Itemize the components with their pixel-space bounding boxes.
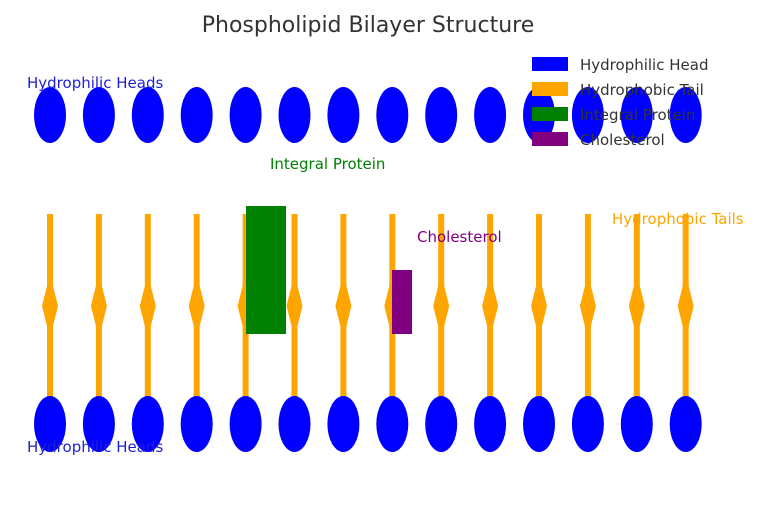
legend-swatch-head [532,57,568,71]
legend-label-head: Hydrophilic Head [580,56,708,74]
hydrophilic-head-bottom [82,396,115,452]
hydrophilic-head-bottom [34,396,66,452]
hydrophilic-head-bottom [278,396,311,452]
cholesterol-molecule [392,270,412,334]
hydrophilic-head-top [229,87,262,143]
hydrophilic-head-bottom [523,396,555,452]
hydrophilic-head-top [425,87,458,143]
legend-swatch-tail [532,82,568,96]
tail-bulge [188,274,205,338]
tail-bulge [286,274,303,338]
hydrophilic-head-bottom [327,396,360,452]
hydrophilic-head-top [571,87,604,143]
tail-bulge [482,274,499,338]
hydrophilic-head-top [34,87,66,143]
tail-bulge [579,274,596,338]
hydrophilic-head-top [180,87,213,143]
legend: Hydrophilic Head Hydrophobic Tail Integr… [532,56,708,149]
tail-bulge [433,274,450,338]
hydrophilic-head-bottom [229,396,262,452]
label-cholesterol: Cholesterol [417,228,502,246]
legend-label-cholesterol: Cholesterol [580,131,665,149]
legend-swatch-protein [532,107,568,121]
hydrophilic-head-bottom [474,396,507,452]
tail-bulge [677,274,694,338]
hydrophilic-head-top [669,87,702,143]
tail-bulge [335,274,352,338]
hydrophilic-head-bottom [131,396,164,452]
hydrophilic-head-bottom [571,396,604,452]
hydrophilic-head-top [474,87,507,143]
hydrophilic-head-bottom [425,396,458,452]
hydrophilic-head-top [278,87,311,143]
tail-bulge [139,274,156,338]
label-bottom-heads: Hydrophilic Heads [27,438,163,456]
integral-protein [246,206,286,334]
legend-swatch-cholesterol [532,132,568,146]
hydrophilic-head-bottom [180,396,213,452]
tail-bulge [531,274,547,338]
hydrophilic-head-top [131,87,164,143]
hydrophilic-head-top [82,87,115,143]
label-top-heads: Hydrophilic Heads [27,74,163,92]
legend-label-tail: Hydrophobic Tail [580,81,704,99]
legend-label-protein: Integral Protein [580,106,695,124]
hydrophilic-head-bottom [669,396,702,452]
hydrophilic-head-top [327,87,360,143]
diagram-title: Phospholipid Bilayer Structure [202,13,535,38]
label-integral-protein: Integral Protein [270,155,385,173]
hydrophilic-head-bottom [620,396,653,452]
label-hydrophobic-tails: Hydrophobic Tails [612,210,744,228]
hydrophilic-head-bottom [376,396,409,452]
hydrophilic-head-top [376,87,409,143]
tail-bulge [90,274,107,338]
tail-bulge [628,274,645,338]
hydrophilic-head-top [620,87,653,143]
tail-bulge [42,274,58,338]
